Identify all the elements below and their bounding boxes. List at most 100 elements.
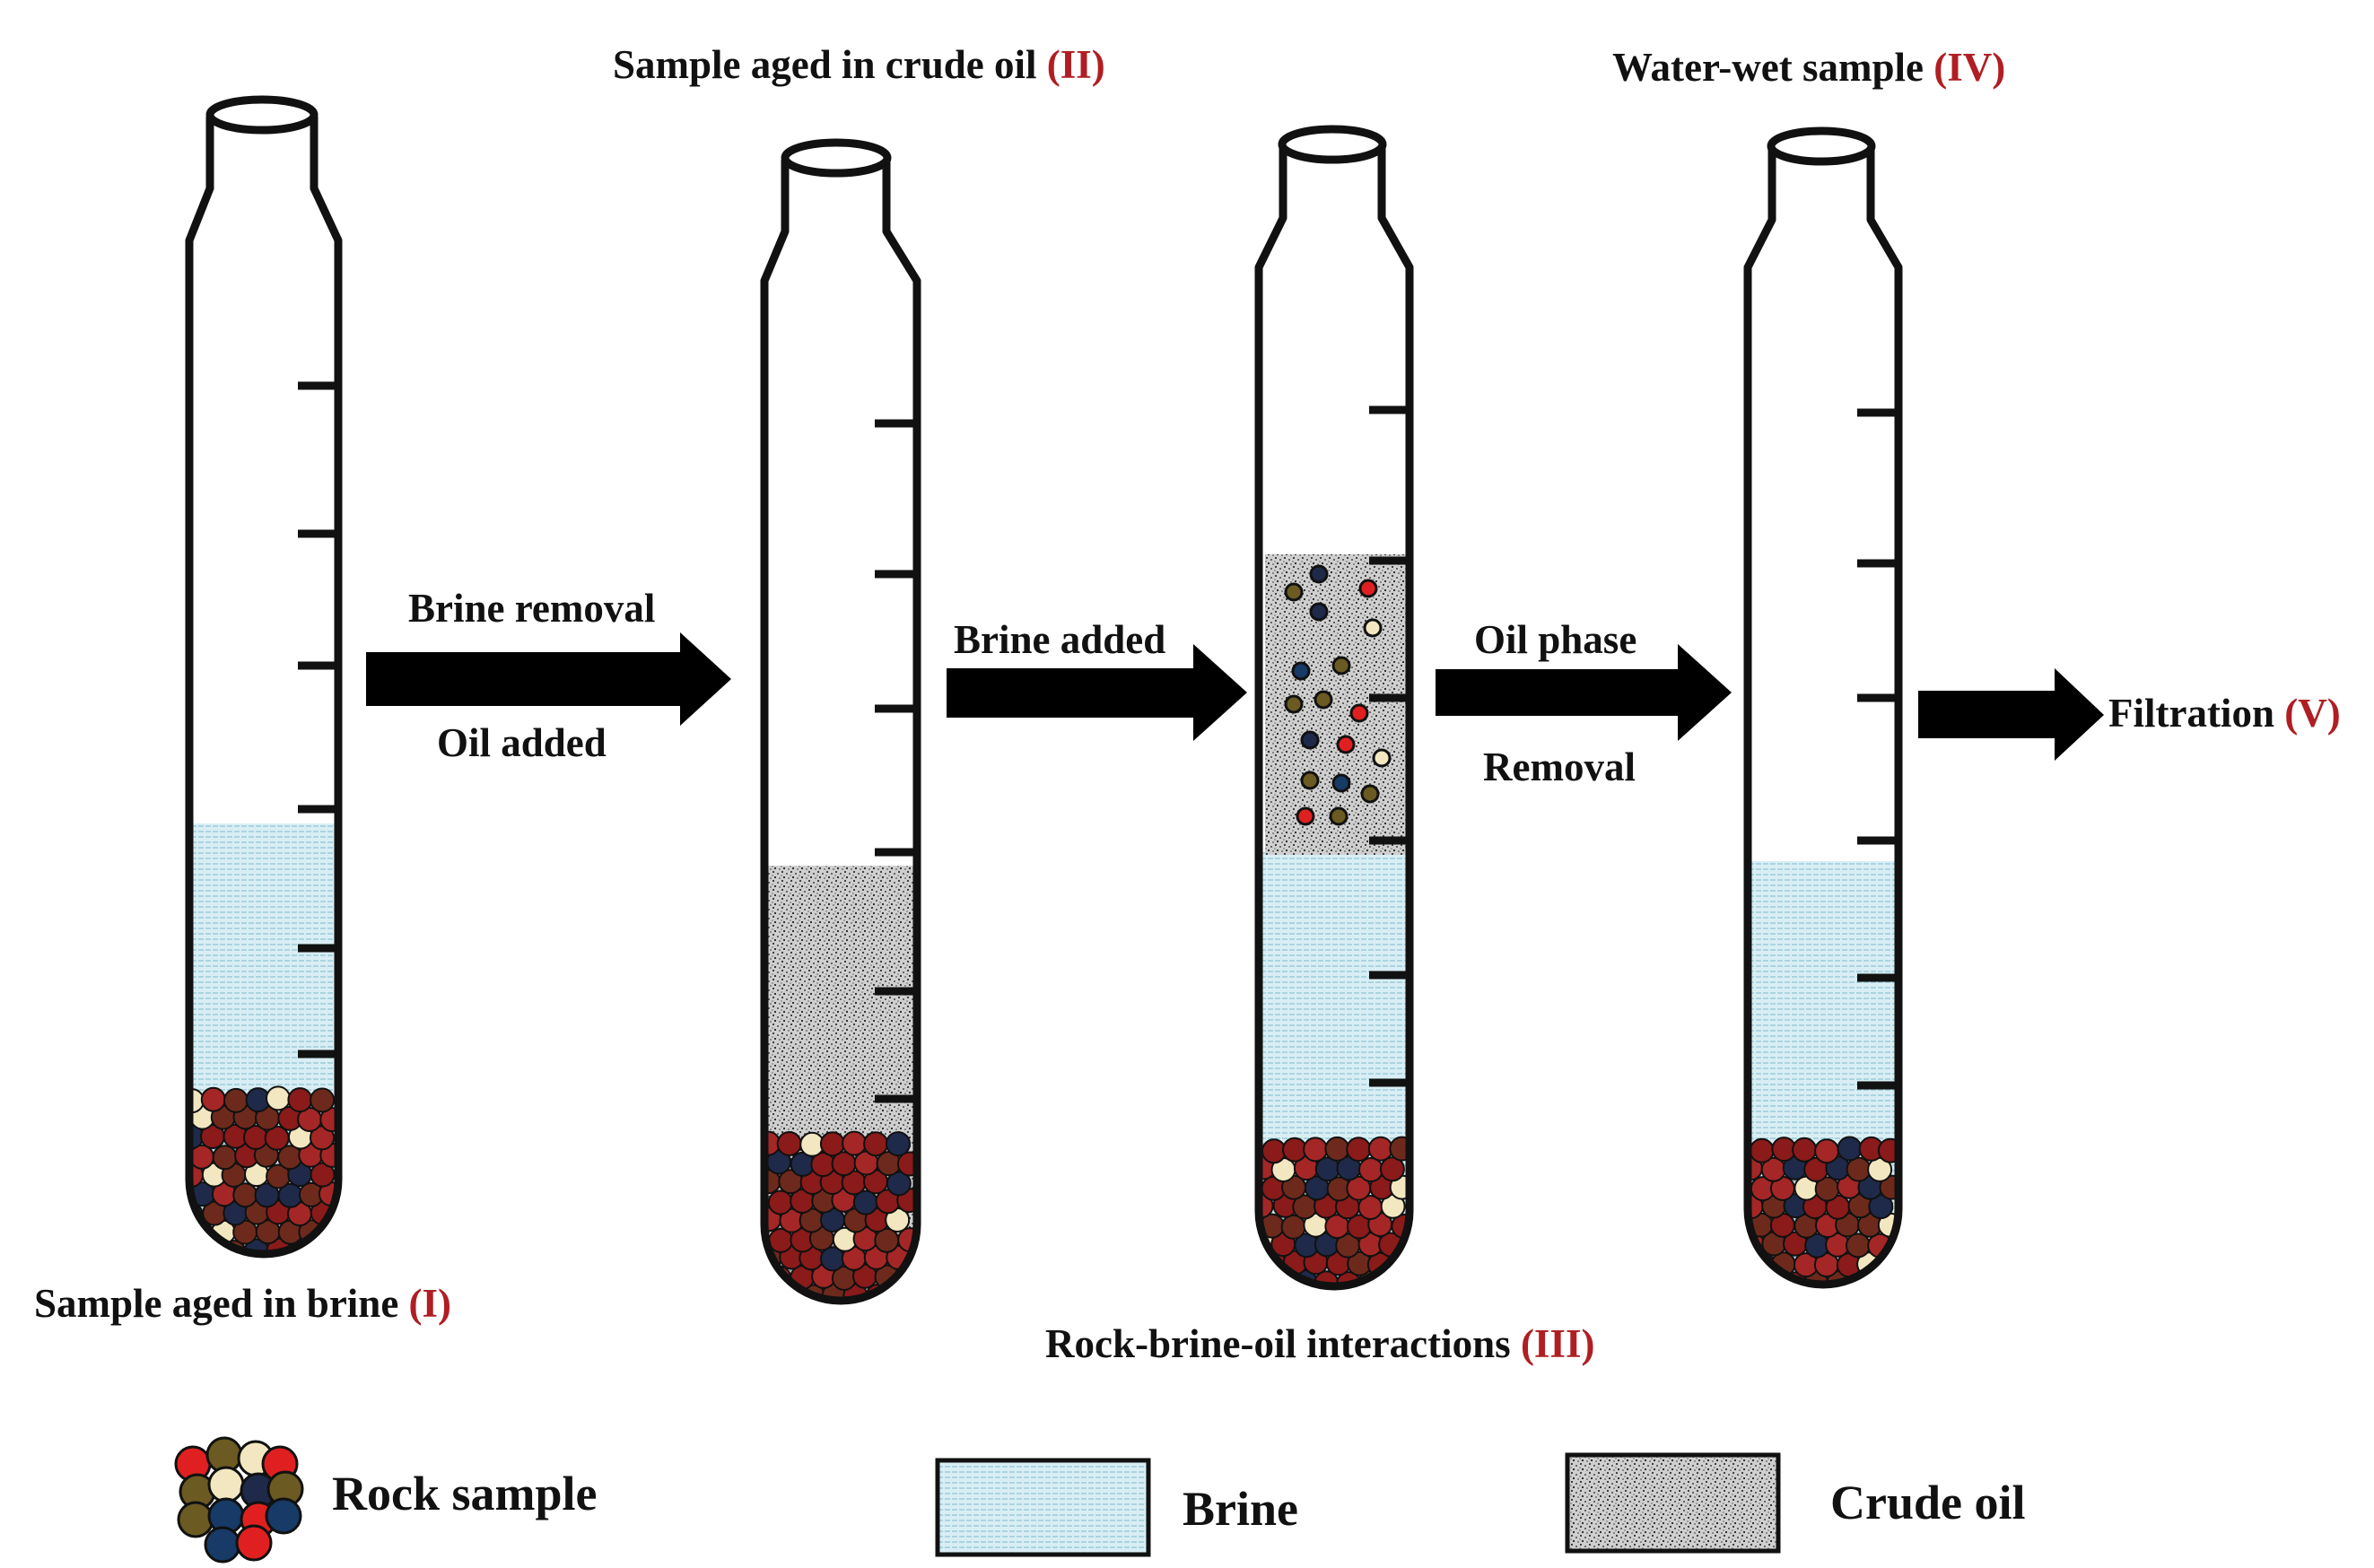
dispersed-particle (1300, 730, 1320, 750)
rock-particle (1792, 1137, 1818, 1163)
tube-outline (1254, 146, 1414, 1291)
stage-3-number: (III) (1521, 1321, 1595, 1366)
rock-particle (776, 1131, 802, 1156)
rock-sample-particles (189, 1085, 338, 1254)
tube-rim (781, 138, 892, 178)
rock-particle (1324, 1136, 1350, 1162)
rock-particle (200, 1086, 226, 1112)
stage-1-number: (I) (409, 1281, 451, 1326)
tube-outline (185, 117, 343, 1259)
dispersed-particle (1372, 748, 1392, 768)
dispersed-particles (1284, 564, 1392, 826)
rock-particle (886, 1171, 912, 1197)
dispersed-particle (1363, 618, 1383, 638)
legend-rock-particle (204, 1526, 241, 1564)
tube-outline (1743, 148, 1903, 1289)
dispersed-particle (1309, 602, 1329, 622)
rock-particle (1814, 1138, 1840, 1164)
arrow-4 (1918, 668, 2104, 761)
rock-particle (1846, 1233, 1871, 1259)
arrow-1 (366, 632, 731, 726)
tube-stage-4 (1743, 126, 1903, 1289)
rock-particle (1846, 1156, 1872, 1182)
rock-particle (842, 1130, 868, 1156)
arrow-3 (1436, 644, 1732, 741)
rock-particle (863, 1131, 889, 1157)
graduation-marks (875, 419, 917, 1103)
graduation-marks (1369, 405, 1410, 1087)
rock-particle (266, 1085, 291, 1111)
stage-2-label: Sample aged in crude oil (II) (613, 42, 1105, 87)
dispersed-particle (1291, 661, 1311, 681)
stage-2-number: (II) (1047, 42, 1105, 87)
legend-brine-swatch (935, 1458, 1151, 1557)
dispersed-particle (1296, 806, 1315, 826)
dispersed-particle (1331, 773, 1351, 793)
dispersed-particle (1284, 582, 1304, 602)
rock-particle (1748, 1270, 1763, 1285)
legend-rock-particle (177, 1501, 214, 1538)
arrow-3-top-label: Oil phase (1474, 617, 1636, 662)
rock-particle (886, 1131, 911, 1157)
rock-particle (1282, 1137, 1307, 1163)
tube-stage-1 (185, 95, 343, 1259)
dispersed-particle (1284, 694, 1304, 714)
dispersed-particle (1360, 784, 1380, 804)
rock-particle (1868, 1270, 1894, 1285)
rock-particle (1868, 1194, 1894, 1220)
dispersed-particle (1349, 703, 1369, 723)
rock-particle (1259, 1270, 1275, 1286)
rock-sample-particles (764, 1130, 917, 1301)
graduation-marks (1857, 408, 1898, 1090)
stage-5-label: Filtration (V) (2108, 691, 2341, 736)
legend: Rock sample Brine Crude oil (174, 1436, 2026, 1564)
rock-particle (767, 1189, 793, 1215)
arrow-1-top-label: Brine removal (408, 586, 655, 631)
rock-sample-particles (1748, 1136, 1898, 1285)
rock-particle (310, 1087, 336, 1113)
stage-3-label: Rock-brine-oil interactions (III) (1045, 1321, 1594, 1366)
dispersed-particle (1314, 690, 1333, 710)
stage-1-label: Sample aged in brine (I) (34, 1281, 451, 1326)
tube-rim (1767, 126, 1876, 166)
tube-rim (1278, 125, 1387, 164)
rock-particle (1380, 1270, 1406, 1286)
rock-particle (1346, 1137, 1372, 1163)
rock-particle (819, 1131, 845, 1157)
rock-particle (1379, 1156, 1405, 1182)
rock-particle (1303, 1137, 1329, 1163)
rock-sample-particles (1259, 1136, 1410, 1286)
rock-particle (1367, 1136, 1393, 1162)
dispersed-particle (1300, 771, 1320, 790)
rock-particle (1261, 1138, 1287, 1164)
legend-oil-swatch (1565, 1452, 1781, 1554)
rock-particle (309, 1239, 335, 1254)
graduation-marks (298, 381, 338, 1058)
rock-particle (764, 1285, 781, 1301)
arrow-2-top-label: Brine added (954, 617, 1165, 662)
arrow-2 (947, 644, 1247, 741)
stage-4-number: (IV) (1933, 45, 2005, 90)
dispersed-particle (1331, 656, 1351, 675)
legend-oil-label: Crude oil (1830, 1476, 2026, 1529)
rock-particle (1749, 1137, 1775, 1163)
dispersed-particle (1309, 564, 1329, 584)
rock-particle (212, 1145, 238, 1171)
rock-particle (287, 1087, 313, 1113)
legend-rock-icon (174, 1436, 304, 1564)
legend-rock-particle (235, 1524, 273, 1562)
rock-particle (223, 1087, 249, 1113)
tube-outline (760, 160, 921, 1305)
legend-rock-label: Rock sample (332, 1467, 598, 1520)
stage-4-label: Water-wet sample (IV) (1612, 45, 2005, 90)
tube-rim (205, 95, 319, 135)
rock-particle (189, 1239, 205, 1254)
arrow-3-bottom-label: Removal (1483, 745, 1636, 789)
legend-brine-label: Brine (1183, 1482, 1298, 1536)
tube-stage-2 (760, 138, 921, 1305)
dispersed-particle (1336, 735, 1356, 754)
legend-rock-particle (265, 1497, 302, 1535)
stage-5-number: (V) (2284, 691, 2340, 736)
